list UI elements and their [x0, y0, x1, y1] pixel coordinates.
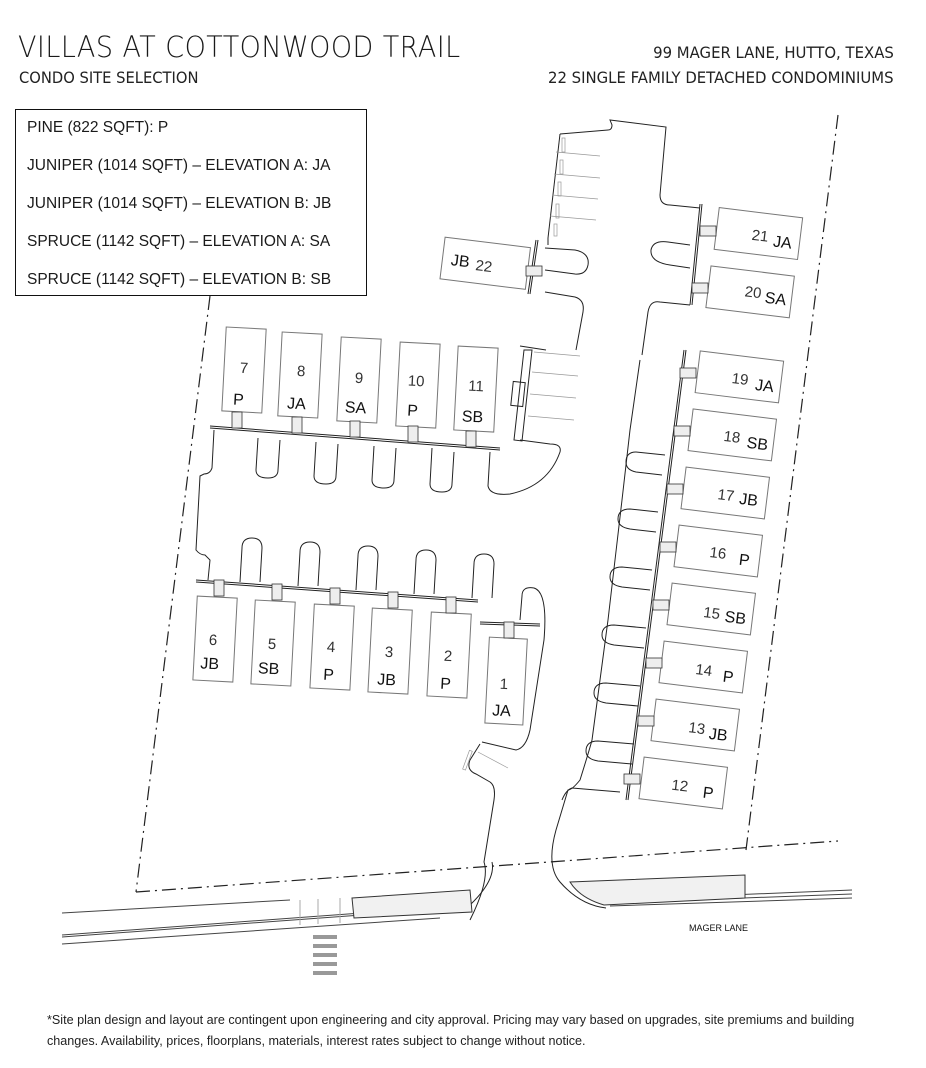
unit-type: SB — [746, 435, 769, 454]
unit-number: 15 — [702, 604, 721, 623]
unit-number: 8 — [297, 363, 306, 380]
unit-type: SB — [461, 408, 483, 426]
unit-number: 4 — [326, 639, 335, 656]
driveway-pads — [213, 225, 717, 785]
unit-number: 5 — [267, 636, 276, 653]
unit-number: 1 — [499, 676, 508, 693]
unit-number: 20 — [744, 283, 763, 302]
unit-20[interactable]: 20 SA — [705, 265, 795, 319]
unit-3[interactable]: 3 JB — [367, 607, 413, 695]
unit-9[interactable]: 9 SA — [336, 336, 382, 424]
unit-number: 2 — [443, 648, 452, 665]
unit-type: JB — [450, 252, 471, 271]
unit-1[interactable]: 1 JA — [484, 636, 528, 726]
crosswalk — [313, 935, 337, 975]
unit-number: 21 — [751, 227, 770, 246]
legend-item-spruce-b: SPRUCE (1142 SQFT) – ELEVATION B: SB — [27, 271, 332, 288]
unit-8[interactable]: 8 JA — [277, 331, 323, 419]
unit-number: 18 — [723, 428, 742, 447]
unit-type: P — [722, 669, 735, 687]
unit-type: JB — [708, 726, 729, 745]
property-boundary — [135, 114, 839, 893]
unit-number: 22 — [474, 257, 493, 276]
unit-number: 13 — [687, 719, 706, 738]
legend-item-pine: PINE (822 SQFT): P — [27, 119, 169, 136]
unit-19[interactable]: 19 JA — [694, 350, 785, 404]
legend-item-juniper-b: JUNIPER (1014 SQFT) – ELEVATION B: JB — [27, 195, 332, 212]
unit-number: 17 — [717, 486, 736, 505]
unit-10[interactable]: 10 P — [395, 341, 441, 429]
units-layer: 7 P 8 JA 9 SA 10 P 11 SB 6 JB — [192, 207, 804, 810]
unit-11[interactable]: 11 SB — [453, 345, 499, 433]
unit-type: P — [440, 676, 452, 694]
unit-type: P — [738, 552, 751, 570]
unit-7[interactable]: 7 P — [221, 326, 267, 414]
unit-type: JA — [754, 377, 775, 396]
unit-type: JB — [738, 491, 759, 510]
address: 99 MAGER LANE, HUTTO, TEXAS — [653, 43, 894, 62]
unit-number: 10 — [407, 373, 425, 391]
unit-type: JB — [200, 655, 220, 673]
unit-type: P — [233, 391, 245, 409]
unit-number: 11 — [468, 378, 484, 396]
disclaimer: *Site plan design and layout are conting… — [47, 1013, 855, 1048]
unit-number: 12 — [671, 777, 690, 796]
unit-number: 7 — [239, 360, 248, 377]
unit-type: JA — [287, 395, 307, 413]
unit-number: 6 — [208, 632, 217, 649]
page-subtitle: CONDO SITE SELECTION — [19, 68, 199, 87]
unit-14[interactable]: 14 P — [658, 640, 749, 694]
mager-lane-road — [61, 861, 853, 945]
unit-type: SA — [344, 399, 367, 417]
unit-type: JA — [492, 702, 512, 720]
legend-item-spruce-a: SPRUCE (1142 SQFT) – ELEVATION A: SA — [27, 233, 331, 250]
unit-4[interactable]: 4 P — [309, 603, 355, 691]
unit-type: P — [702, 785, 715, 803]
unit-15[interactable]: 15 SB — [666, 582, 757, 636]
unit-type: SB — [724, 609, 747, 628]
legend-box: PINE (822 SQFT): P JUNIPER (1014 SQFT) –… — [15, 109, 367, 296]
unit-13[interactable]: 13 JB — [650, 698, 741, 752]
unit-summary: 22 SINGLE FAMILY DETACHED CONDOMINIUMS — [548, 68, 894, 87]
unit-number: 19 — [731, 370, 750, 389]
unit-12[interactable]: 12 P — [638, 756, 729, 810]
unit-type: SA — [764, 290, 788, 310]
unit-16[interactable]: 16 P — [673, 524, 764, 578]
pavement-outline — [195, 119, 701, 921]
unit-18[interactable]: 18 SB — [687, 408, 778, 462]
unit-2[interactable]: 2 P — [426, 611, 472, 699]
unit-6[interactable]: 6 JB — [192, 595, 238, 683]
unit-number: 9 — [354, 370, 363, 387]
unit-type: JB — [377, 671, 397, 689]
unit-type: P — [323, 667, 335, 685]
legend-item-juniper-a: JUNIPER (1014 SQFT) – ELEVATION A: JA — [27, 157, 331, 174]
unit-5[interactable]: 5 SB — [250, 599, 296, 687]
unit-number: 14 — [694, 661, 713, 680]
unit-21[interactable]: 21 JA — [713, 207, 804, 261]
page-title: VILLAS AT COTTONWOOD TRAIL — [18, 30, 461, 64]
unit-type: P — [407, 403, 419, 421]
unit-type: JA — [772, 233, 793, 252]
road-label: MAGER LANE — [689, 923, 748, 933]
unit-17[interactable]: 17 JB — [680, 466, 771, 520]
unit-number: 16 — [709, 544, 728, 563]
unit-22[interactable]: JB 22 — [439, 236, 532, 290]
unit-number: 3 — [384, 644, 393, 661]
unit-type: SB — [258, 660, 280, 678]
